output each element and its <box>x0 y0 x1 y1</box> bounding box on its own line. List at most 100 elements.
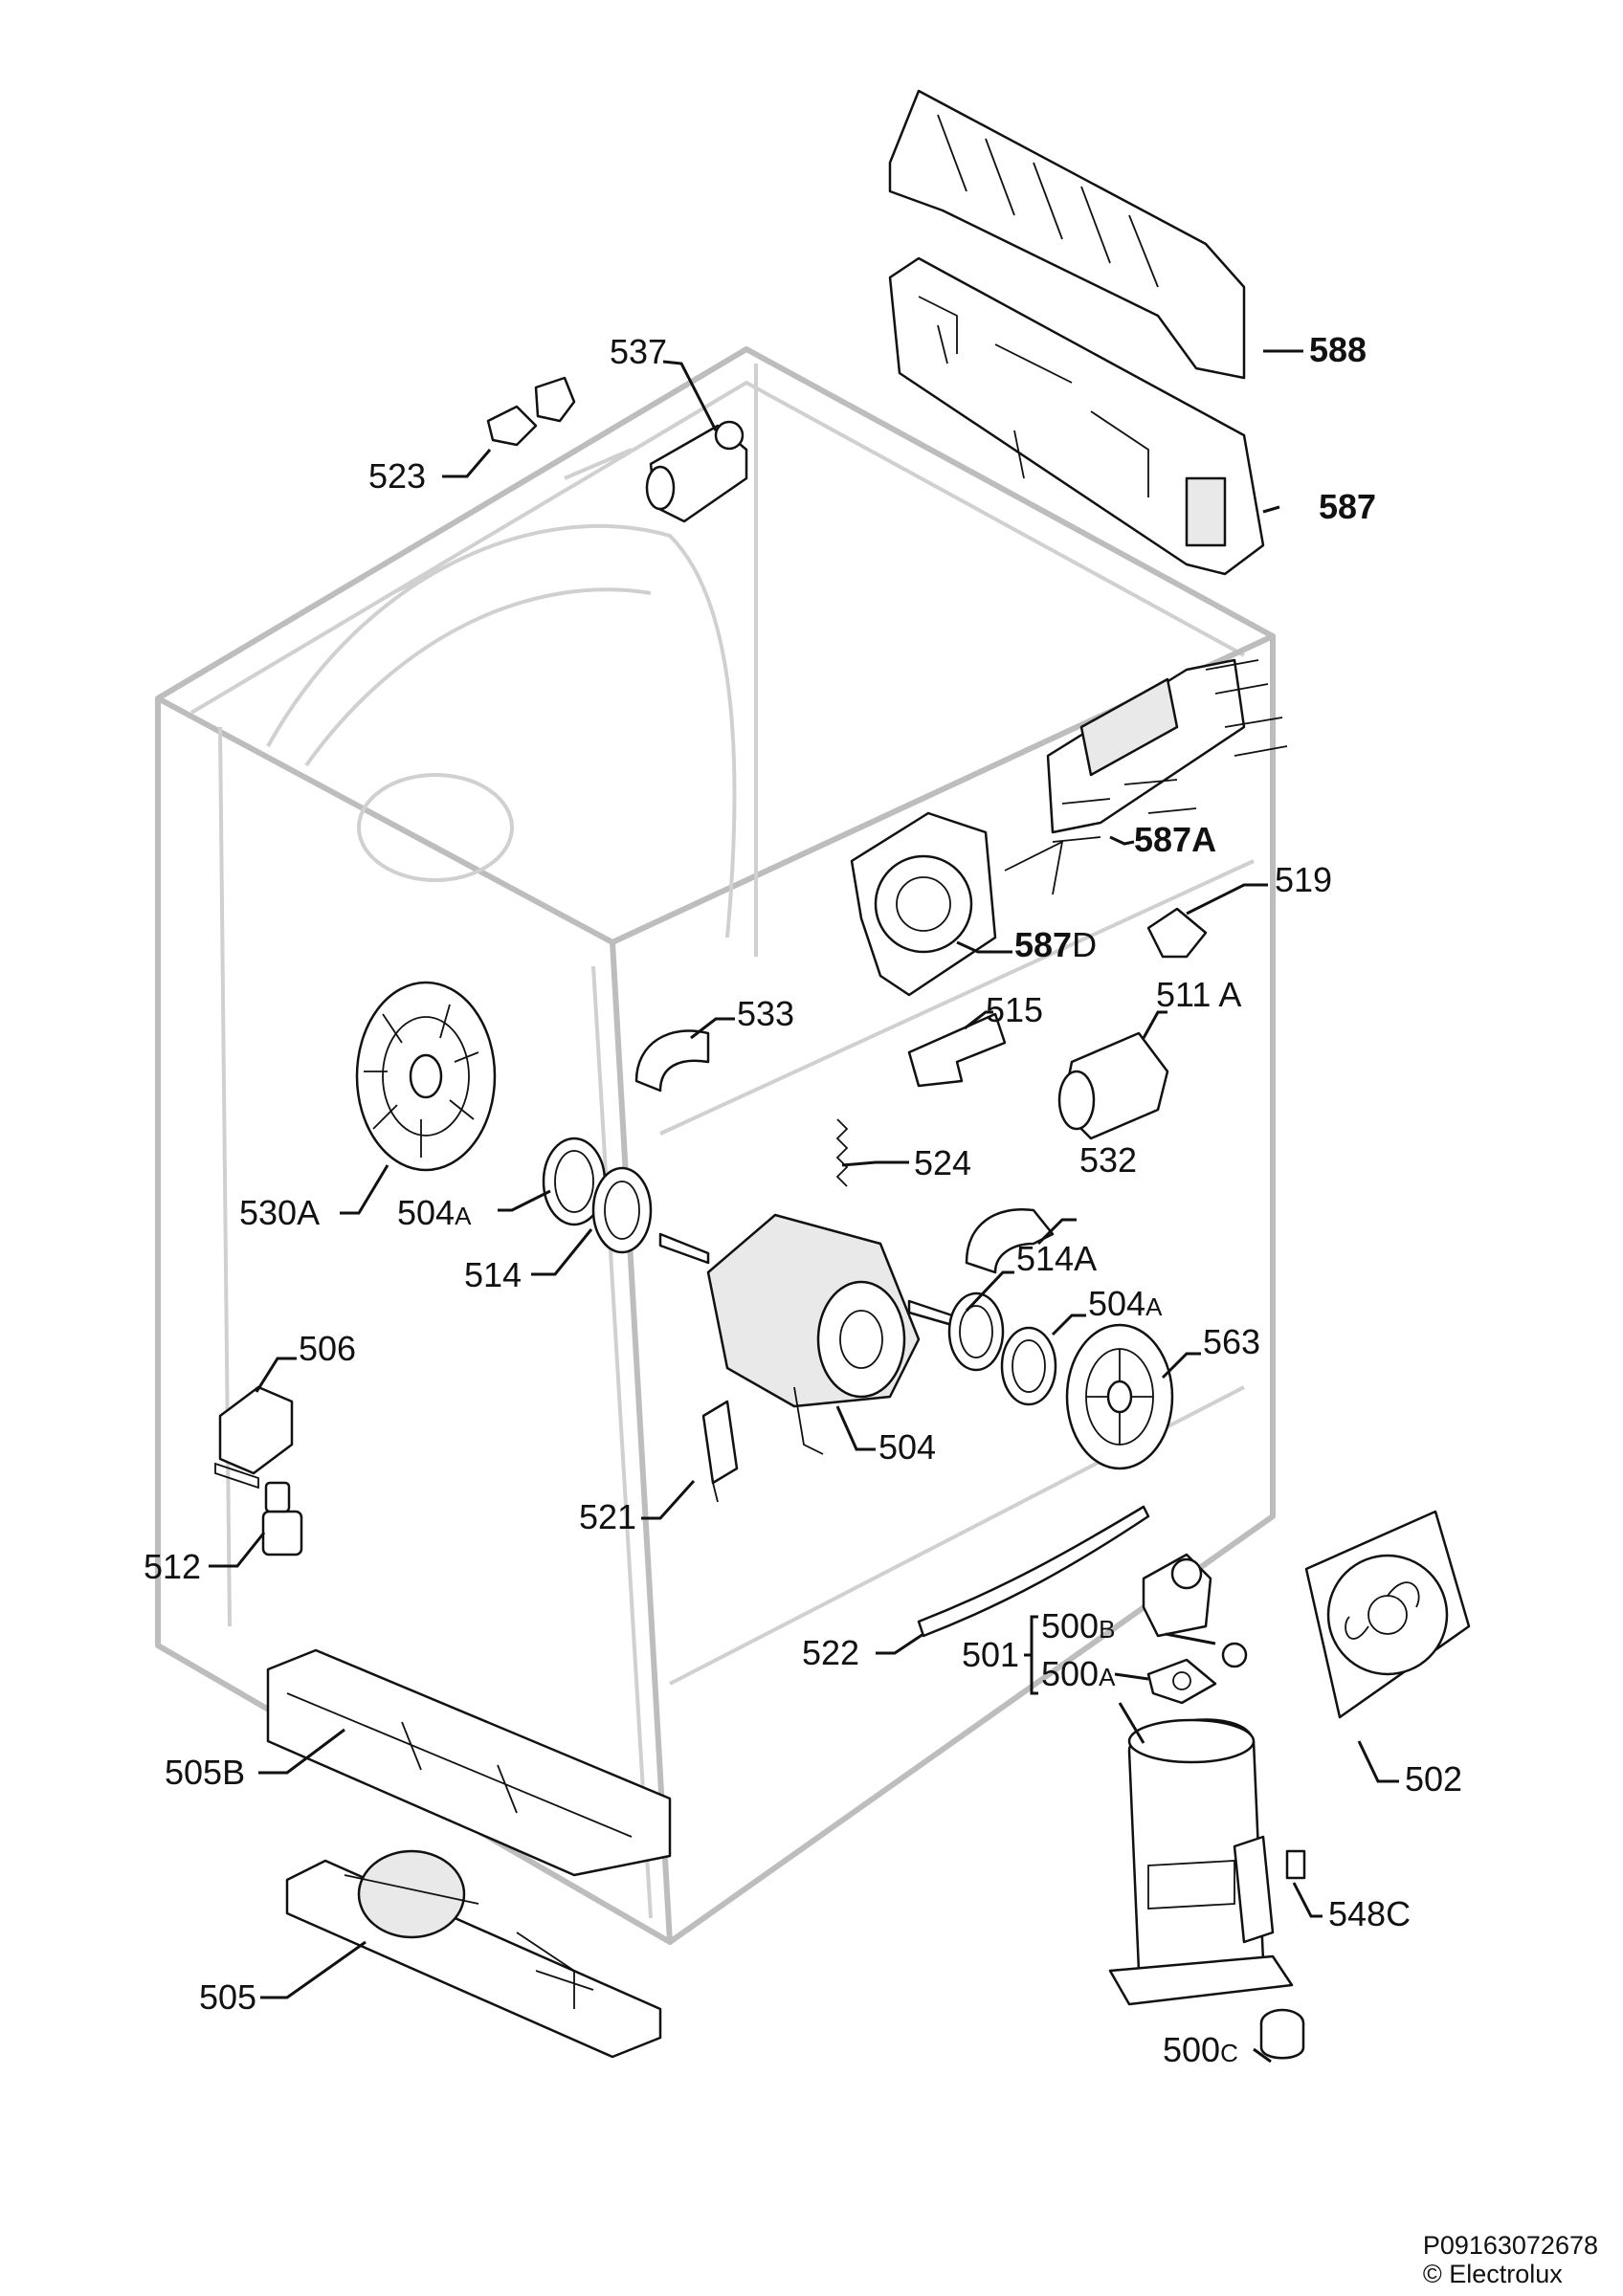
part-504-motor <box>658 1213 954 1455</box>
copyright-notice: © Electrolux <box>1422 2260 1563 2288</box>
label-504A-left-number: 504 <box>397 1193 455 1232</box>
label-504A-right-suffix: A <box>1145 1292 1163 1321</box>
part-514-ring <box>591 1166 653 1254</box>
part-515-switch <box>907 1012 1007 1088</box>
part-500C-foot <box>1259 2008 1305 2060</box>
label-505: 505 <box>199 1977 256 2017</box>
part-587A-button-panel <box>1004 658 1288 895</box>
part-521-switch <box>701 1400 739 1503</box>
leader-512 <box>209 1532 266 1568</box>
label-502: 502 <box>1405 1759 1462 1799</box>
label-587D: 587D <box>1014 925 1097 964</box>
part-labels: 537 523 588 587 587A 519 587D 533 515 51… <box>144 330 1462 2069</box>
label-587: 587 <box>1319 487 1376 526</box>
label-533: 533 <box>737 994 794 1033</box>
label-523: 523 <box>368 456 426 496</box>
part-530A-fan-wheel <box>355 981 497 1172</box>
leader-587A <box>1109 835 1135 846</box>
leader-511A <box>1142 1010 1167 1039</box>
label-500A: 500A <box>1041 1654 1116 1693</box>
label-563: 563 <box>1203 1322 1260 1361</box>
label-500B-number: 500 <box>1041 1606 1099 1645</box>
label-500B: 500B <box>1041 1606 1115 1645</box>
label-504A-left-suffix: A <box>455 1202 472 1230</box>
leader-523 <box>442 449 492 478</box>
bracket-501 <box>1024 1615 1038 1695</box>
label-500C-suffix: C <box>1220 2039 1238 2067</box>
label-504: 504 <box>878 1427 936 1467</box>
leader-563 <box>1161 1352 1201 1380</box>
leader-533 <box>690 1017 735 1040</box>
label-587A: 587A <box>1134 820 1216 859</box>
leader-519 <box>1186 883 1268 916</box>
part-532-guard <box>965 1208 1055 1274</box>
leader-500C <box>1253 2047 1272 2064</box>
part-504A-ring-left <box>542 1137 607 1226</box>
label-524: 524 <box>914 1143 971 1182</box>
label-500B-suffix: B <box>1099 1615 1115 1644</box>
part-505B-housing <box>266 1648 672 1877</box>
leader-500B <box>1165 1632 1216 1645</box>
label-521: 521 <box>579 1497 636 1536</box>
leader-522 <box>876 1632 924 1655</box>
label-514A: 514A <box>1016 1239 1097 1278</box>
part-523-knob <box>486 376 576 447</box>
part-587-control-board <box>888 256 1265 576</box>
part-514A-ring <box>947 1292 1005 1372</box>
label-500C: 500C <box>1163 2030 1238 2069</box>
part-533-guard <box>634 1029 710 1093</box>
label-587D-number: 587 <box>1014 925 1072 964</box>
cabinet-outline <box>155 346 1276 1945</box>
leader-505 <box>260 1940 367 1999</box>
part-524-spring <box>835 1118 849 1187</box>
part-519-sensor <box>1146 907 1208 959</box>
label-530A: 530A <box>239 1193 320 1232</box>
label-514: 514 <box>464 1255 522 1294</box>
label-505B: 505B <box>165 1753 245 1792</box>
label-501: 501 <box>962 1635 1019 1674</box>
label-504A-right-number: 504 <box>1088 1284 1145 1323</box>
label-504A-left: 504A <box>397 1193 472 1232</box>
label-504A-right: 504A <box>1088 1284 1163 1323</box>
part-587D-selector <box>850 811 997 997</box>
label-519: 519 <box>1275 860 1332 899</box>
leader-504 <box>835 1405 876 1451</box>
part-501-compressor <box>1108 1718 1294 2006</box>
leader-504A-right <box>1051 1314 1086 1336</box>
label-515: 515 <box>986 990 1043 1029</box>
leader-521 <box>641 1479 696 1520</box>
part-563-pulley <box>1065 1323 1174 1470</box>
leader-514A <box>965 1270 1014 1313</box>
part-511A-filter <box>1057 1031 1169 1140</box>
part-522-hose <box>917 1505 1150 1638</box>
part-500B-valve <box>1142 1553 1248 1668</box>
diagram-code: P09163072678 <box>1422 2231 1598 2260</box>
label-511A: 511 A <box>1156 975 1241 1014</box>
diagram-footer: P09163072678 © Electrolux <box>1423 2231 1598 2288</box>
leader-505B <box>258 1728 345 1775</box>
label-532: 532 <box>1079 1140 1137 1180</box>
label-500A-number: 500 <box>1041 1654 1099 1693</box>
leader-524 <box>841 1160 909 1167</box>
label-588: 588 <box>1309 330 1367 369</box>
label-506: 506 <box>299 1329 356 1368</box>
leader-lines <box>209 349 1399 2064</box>
leader-502 <box>1357 1740 1399 1783</box>
leader-504A-left <box>498 1189 551 1212</box>
leader-587 <box>1262 505 1280 514</box>
leader-514 <box>531 1228 593 1276</box>
part-512-filter <box>261 1481 303 1556</box>
label-512: 512 <box>144 1547 201 1586</box>
part-505-module <box>285 1849 662 2059</box>
leader-506 <box>255 1357 297 1393</box>
leader-548C <box>1292 1882 1323 1918</box>
part-588-cover <box>888 89 1246 380</box>
leader-537 <box>662 360 718 431</box>
label-548C: 548C <box>1328 1894 1411 1933</box>
label-500A-suffix: A <box>1099 1663 1116 1691</box>
part-500A-gasket <box>1146 1658 1217 1705</box>
leader-501 <box>1118 1702 1145 1744</box>
label-537: 537 <box>610 332 667 371</box>
label-522: 522 <box>802 1633 859 1672</box>
